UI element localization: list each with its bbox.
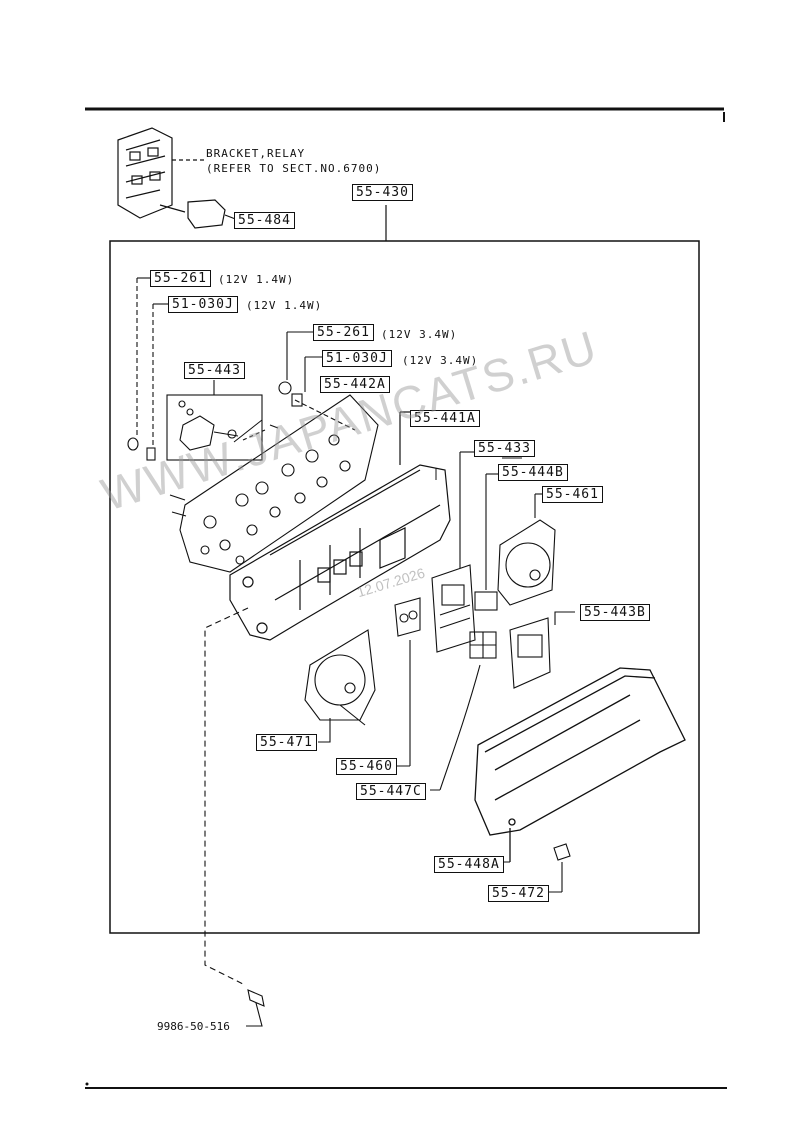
speedometer-drawing (304, 629, 376, 743)
bracket-note: BRACKET,RELAY (REFER TO SECT.NO.6700) (206, 146, 381, 176)
relay-bracket-drawing (117, 127, 239, 229)
label-443b[interactable]: 55-443B (580, 604, 650, 621)
label-socket-b-spec: (12V 3.4W) (402, 354, 479, 367)
label-knob[interactable]: 55-472 (488, 885, 549, 902)
label-holder[interactable]: 55-442A (320, 376, 390, 393)
meter-hood-drawing (474, 667, 686, 862)
label-447c[interactable]: 55-447C (356, 783, 426, 800)
label-relay[interactable]: 55-484 (234, 212, 295, 229)
part-443b-drawing (509, 611, 575, 689)
part-447c-drawing (439, 631, 497, 791)
label-bulb-b[interactable]: 55-261 (313, 324, 374, 341)
label-leaders (233, 419, 562, 893)
assembly-frame (109, 240, 700, 934)
label-gauge[interactable]: 55-460 (336, 758, 397, 775)
bracket-note-line2: (REFER TO SECT.NO.6700) (206, 162, 382, 175)
panel-433-drawing (431, 451, 476, 653)
label-case[interactable]: 55-441A (410, 410, 480, 427)
meter-case-drawing (229, 411, 451, 641)
footer-dot (85, 1082, 89, 1086)
screw-drawing (204, 607, 265, 1027)
gauge-460-drawing (394, 597, 421, 766)
label-assembly[interactable]: 55-430 (352, 184, 413, 201)
label-bulb-b-spec: (12V 3.4W) (381, 328, 458, 341)
circuit-plate-drawing (169, 394, 379, 573)
label-bulb-a[interactable]: 55-261 (150, 270, 211, 287)
bulb-mid-drawing (278, 331, 356, 431)
label-bulb-a-spec: (12V 1.4W) (218, 273, 295, 286)
label-444b[interactable]: 55-444B (498, 464, 568, 481)
label-speedo[interactable]: 55-471 (256, 734, 317, 751)
tachometer-drawing (497, 493, 556, 606)
bracket-note-line1: BRACKET,RELAY (206, 147, 306, 160)
label-socket-b[interactable]: 51-030J (322, 350, 392, 367)
label-circuit[interactable]: 55-443 (184, 362, 245, 379)
label-socket-a-spec: (12V 1.4W) (246, 299, 323, 312)
bulb-left-drawing (127, 277, 168, 461)
label-tach[interactable]: 55-461 (542, 486, 603, 503)
label-socket-a[interactable]: 51-030J (168, 296, 238, 313)
label-screw[interactable]: 9986-50-516 (157, 1020, 230, 1033)
label-433[interactable]: 55-433 (474, 440, 535, 457)
knob-drawing (553, 843, 571, 892)
label-lens[interactable]: 55-448A (434, 856, 504, 873)
printed-circuit-drawing (166, 380, 279, 461)
part-444b-drawing (474, 473, 498, 611)
